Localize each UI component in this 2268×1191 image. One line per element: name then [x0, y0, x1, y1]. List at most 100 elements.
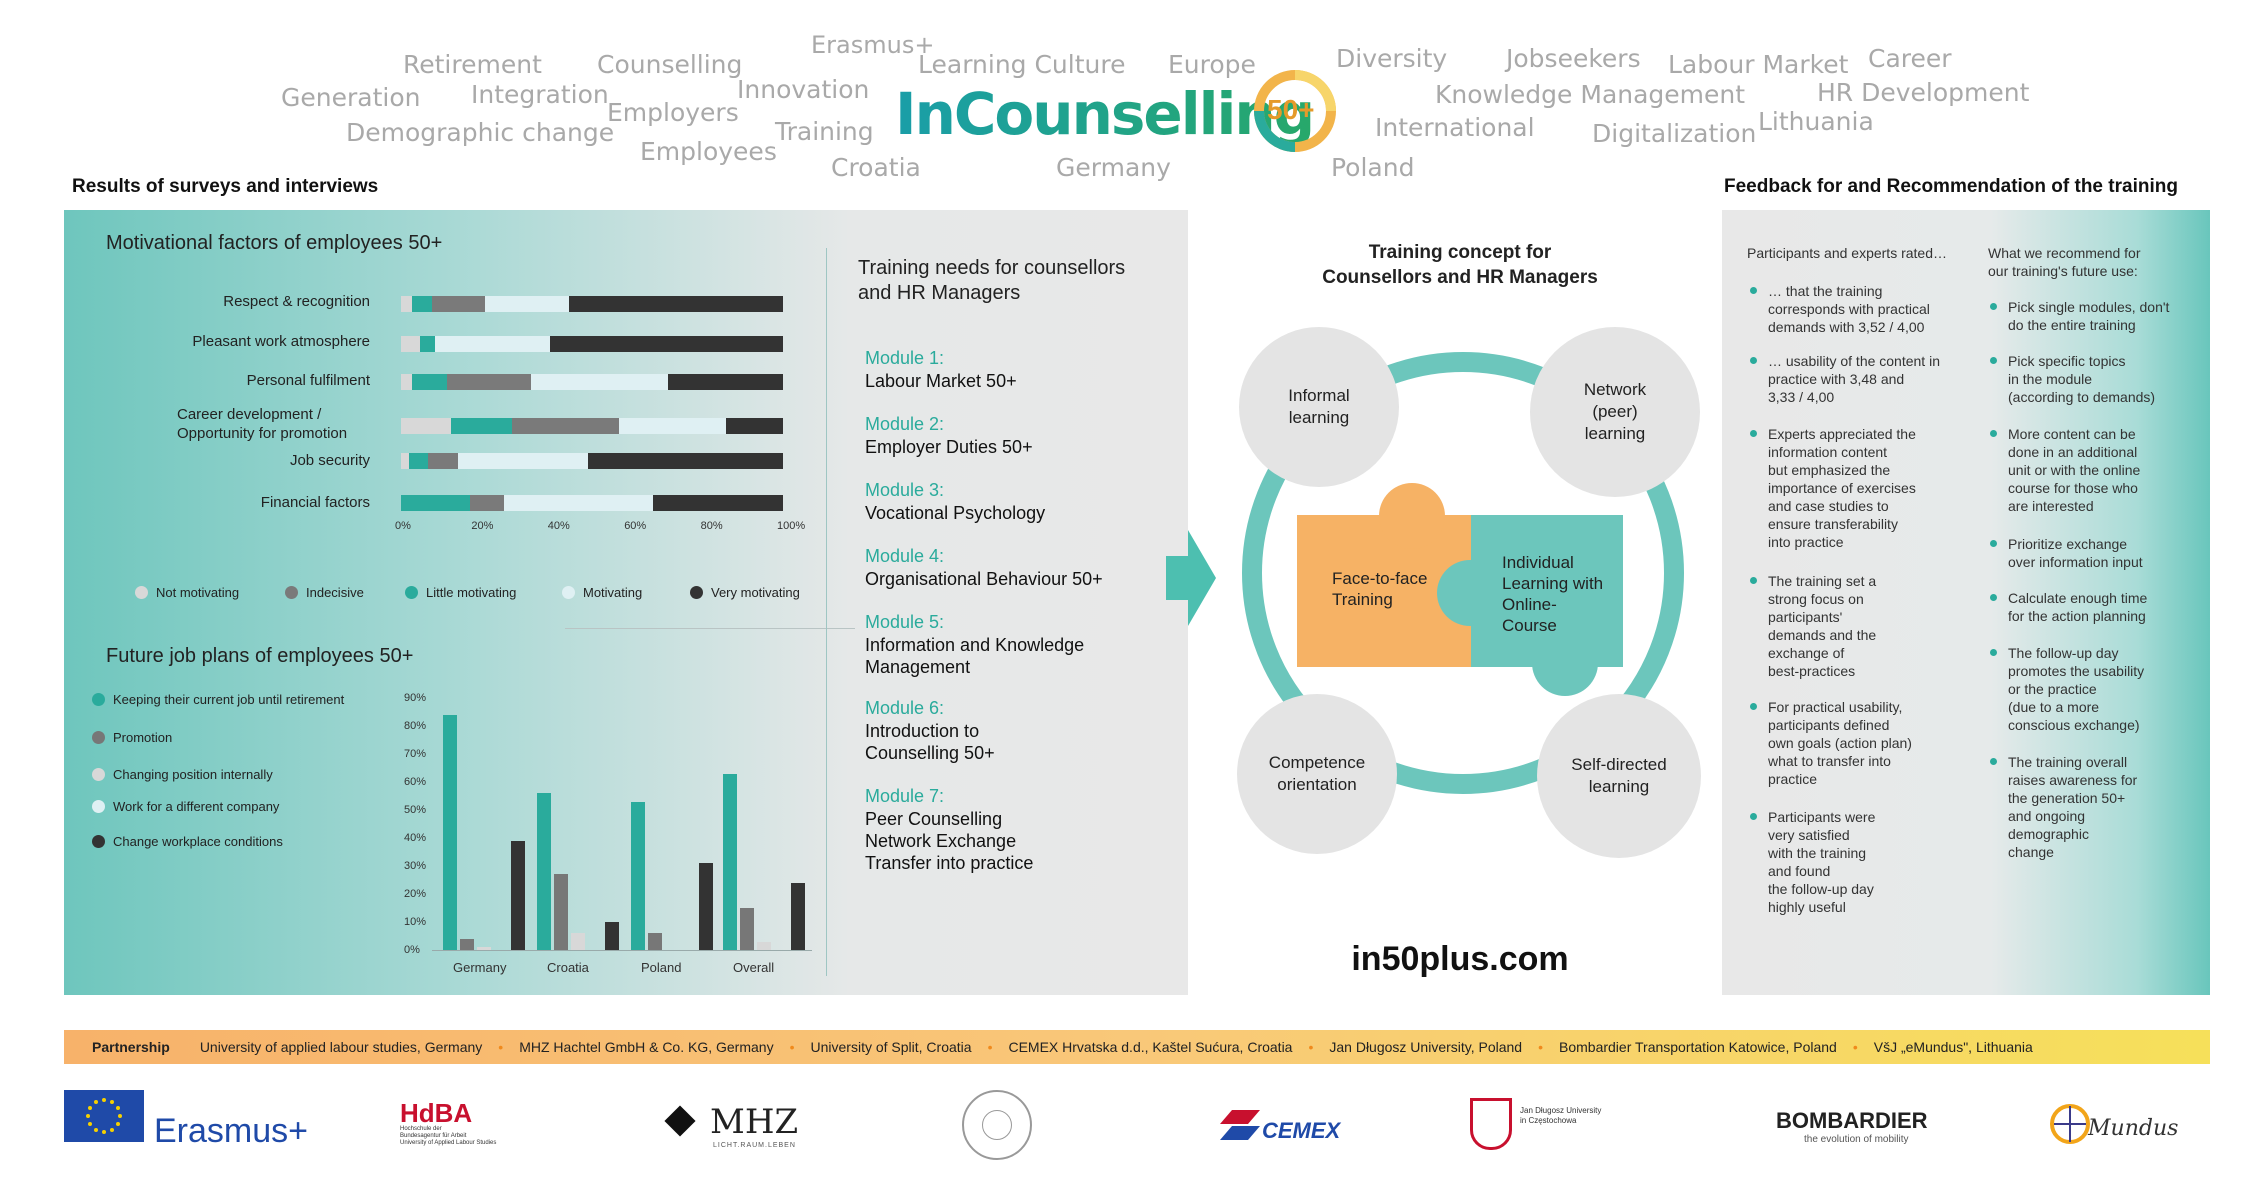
- cloud-word: Croatia: [831, 153, 921, 182]
- legend-item: Little motivating: [405, 585, 516, 600]
- recommendation-line: unit or with the online: [2008, 462, 2141, 478]
- cloud-word: Labour Market: [1668, 50, 1849, 79]
- recommendation-line: are interested: [2008, 498, 2094, 514]
- feedback-line: highly useful: [1768, 899, 1846, 915]
- puzzle-right-line: Learning with: [1502, 574, 1604, 593]
- y-tick-label: 10%: [404, 916, 427, 928]
- module-heading: Module 3:: [865, 480, 945, 500]
- legend-label: Keeping their current job until retireme…: [113, 692, 345, 707]
- legend-label: Indecisive: [306, 585, 364, 600]
- feedback-line: into practice: [1768, 534, 1844, 550]
- legend-item: Keeping their current job until retireme…: [92, 692, 344, 707]
- concept-title-line1: Training concept for: [1368, 242, 1552, 263]
- recommendation-line: done in an additional: [2008, 444, 2138, 460]
- legend-label: Motivating: [583, 585, 643, 600]
- module-title-line: Employer Duties 50+: [865, 437, 1033, 457]
- legend-label: Promotion: [113, 730, 173, 745]
- x-tick-label: 20%: [471, 520, 494, 532]
- legend-label: Change workplace conditions: [113, 834, 283, 849]
- bar-category-label: Pleasant work atmosphere: [192, 333, 370, 350]
- circle-label-line: Self-directed: [1571, 755, 1667, 774]
- recommendation-line: The follow-up day: [2008, 645, 2119, 661]
- website-url[interactable]: in50plus.com: [1351, 940, 1569, 978]
- y-tick-label: 30%: [404, 860, 427, 872]
- bar-segment: [618, 418, 726, 434]
- concept-title: Training concept for Counsellors and HR …: [1270, 240, 1650, 290]
- training-needs-title: Training needs for counsellors and HR Ma…: [858, 256, 1125, 306]
- module-heading: Module 4:: [865, 546, 945, 566]
- legend-label: Work for a different company: [113, 799, 280, 814]
- recommendation-line: Pick single modules, don't: [2008, 299, 2170, 315]
- recommendation-line: demographic: [2008, 826, 2089, 842]
- recommendation-line: change: [2008, 844, 2054, 860]
- partner-separator-icon: •: [498, 1039, 504, 1055]
- legend-dot: [285, 586, 298, 599]
- cloud-word: Lithuania: [1758, 107, 1874, 136]
- legend-dot: [405, 586, 418, 599]
- circle-label-line: orientation: [1277, 775, 1357, 794]
- emundus-text: Mundus: [2088, 1116, 2179, 1141]
- erasmus-text: Erasmus+: [154, 1112, 308, 1150]
- emundus-globe-icon: [2050, 1104, 2090, 1144]
- bar: [443, 714, 457, 950]
- bar-segment: [401, 453, 409, 469]
- module-title-line: Organisational Behaviour 50+: [865, 569, 1103, 589]
- bar: [791, 882, 805, 950]
- bar-segment: [530, 374, 669, 390]
- legend-dot: [92, 800, 105, 813]
- cloud-word: Learning Culture: [918, 50, 1126, 79]
- erasmus-logo: Erasmus+: [64, 1090, 344, 1150]
- puzzle-right-line: Course: [1502, 616, 1557, 635]
- seal-inner-icon: [982, 1110, 1012, 1140]
- hdba-logo: HdBA Hochschule der Bundesagentur für Ar…: [400, 1100, 520, 1150]
- survey-results-panel: [64, 210, 1188, 995]
- partner-separator-icon: •: [987, 1039, 993, 1055]
- feedback-line: strong focus on: [1768, 591, 1864, 607]
- bar-segment: [469, 495, 505, 511]
- partner-separator-icon: •: [789, 1039, 795, 1055]
- recommendation-line: over information input: [2008, 554, 2143, 570]
- cloud-word: Germany: [1056, 153, 1171, 182]
- partner-separator-icon: •: [1308, 1039, 1314, 1055]
- bar: [723, 773, 737, 950]
- hdba-sub1: Hochschule der: [400, 1126, 442, 1132]
- feedback-col2-head-line1: What we recommend for: [1988, 245, 2141, 261]
- jdu-logo: Jan Długosz University in Częstochowa: [1470, 1098, 1630, 1154]
- cloud-word: Generation: [281, 83, 421, 112]
- circle-label-line: (peer): [1592, 402, 1638, 421]
- cloud-word: Employees: [640, 137, 777, 166]
- module-heading: Module 2:: [865, 414, 945, 434]
- feedback-line: but emphasized the: [1768, 462, 1891, 478]
- feedback-line: Experts appreciated the: [1768, 426, 1916, 442]
- x-tick-label: 60%: [624, 520, 647, 532]
- bar-segment: [446, 374, 531, 390]
- bar-segment: [450, 418, 512, 434]
- feedback-panel: [1722, 210, 2210, 995]
- feedback-line: practice: [1768, 771, 1818, 787]
- module-title-line: Peer Counselling: [865, 809, 1003, 829]
- partner-name: University of applied labour studies, Ge…: [199, 1039, 483, 1055]
- bar-segment: [485, 296, 570, 312]
- circle-label-line: learning: [1588, 777, 1650, 796]
- x-tick-label: Poland: [641, 960, 682, 975]
- y-tick-label: 60%: [404, 776, 427, 788]
- bar-segment: [504, 495, 654, 511]
- bar-segment: [420, 336, 436, 352]
- module-title-line: Management: [865, 657, 971, 677]
- feedback-line: corresponds with practical: [1768, 301, 1930, 317]
- puzzle-left-line: Face-to-face: [1332, 569, 1428, 588]
- recommendation-line: (according to demands): [2008, 389, 2156, 405]
- module-title: Labour Market 50+: [865, 370, 1017, 392]
- hdba-sub3: University of Applied Labour Studies: [400, 1140, 497, 1146]
- legend-item: Changing position internally: [92, 767, 273, 782]
- bar-segment: [653, 495, 783, 511]
- module-title-line: Information and Knowledge: [865, 635, 1085, 655]
- recommendation-line: course for those who: [2008, 480, 2138, 496]
